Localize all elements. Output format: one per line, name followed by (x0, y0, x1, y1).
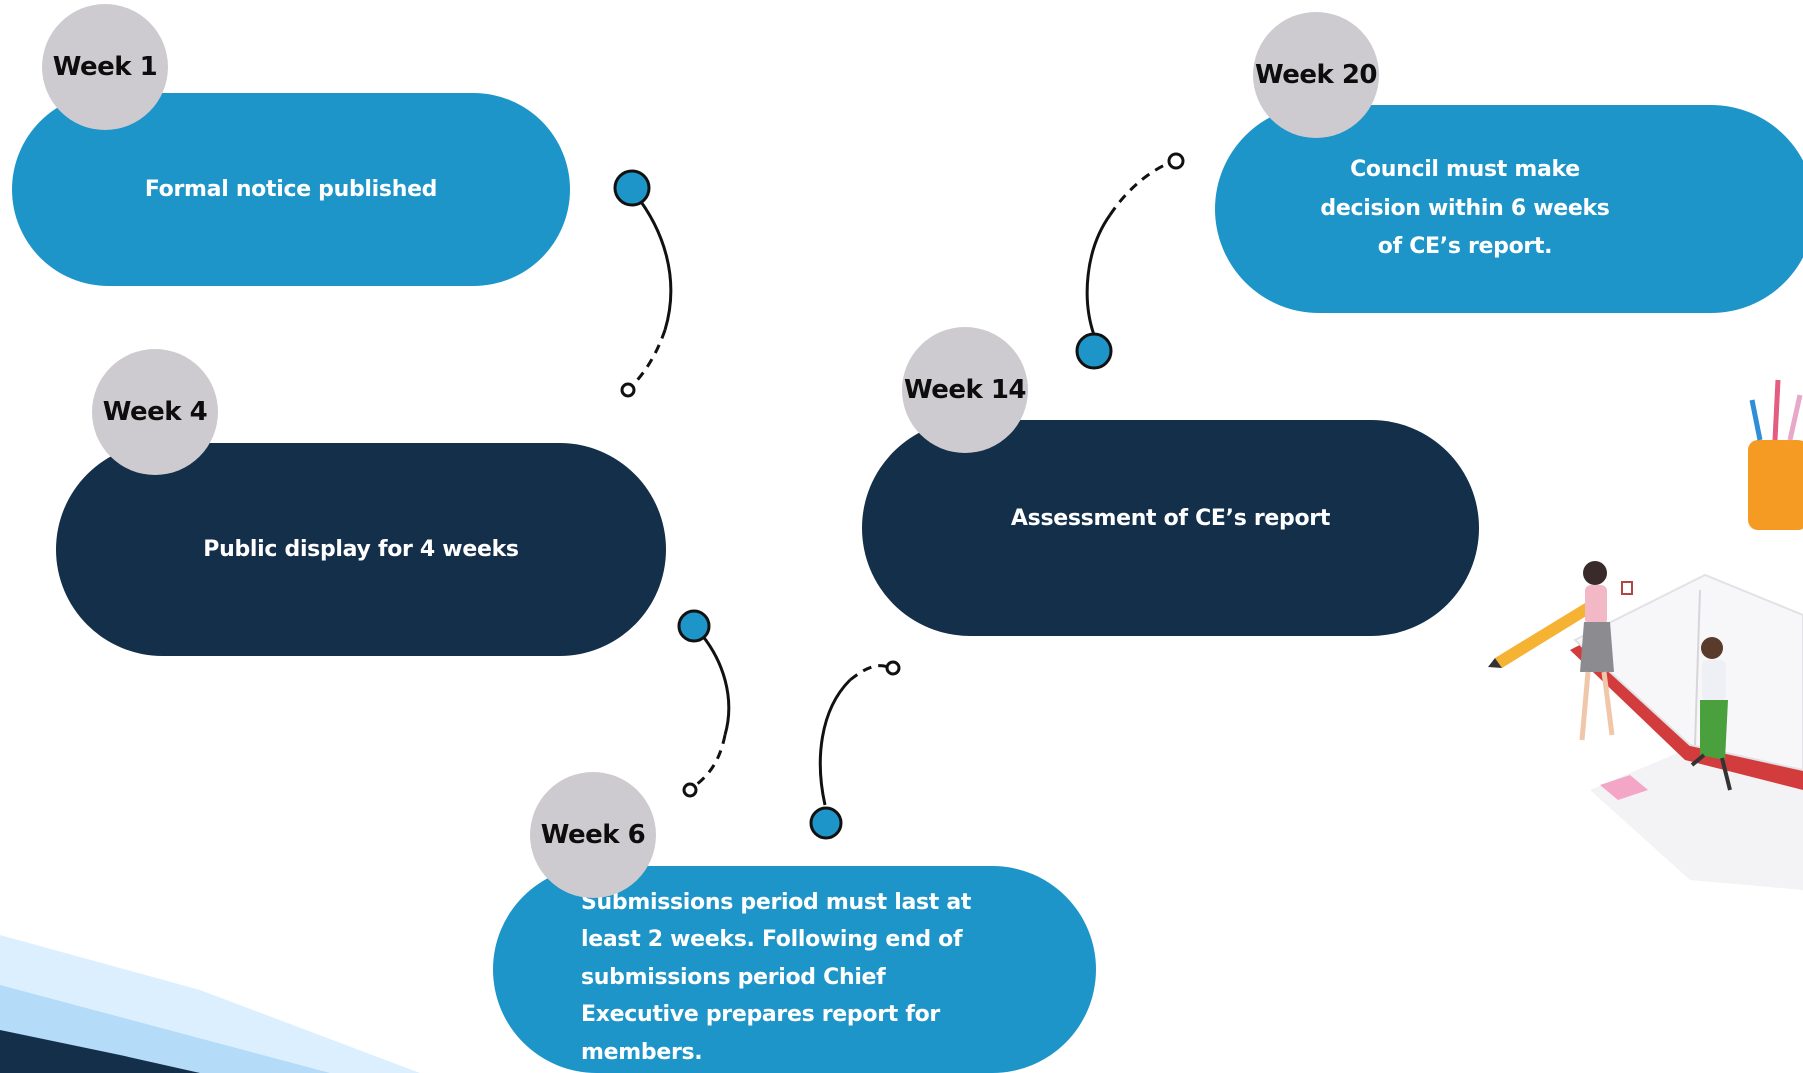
week-4-badge: Week 4 (92, 349, 218, 475)
connector-week6-week14 (809, 660, 901, 840)
background-stripe-dark (0, 1030, 200, 1073)
connector-end-dot (620, 382, 636, 398)
connector-week1-week4 (613, 169, 673, 398)
week-1-badge: Week 1 (42, 4, 168, 130)
connector-start-dot (1075, 332, 1113, 370)
connector-week4-week6 (677, 609, 731, 798)
step-week-4-text: Public display for 4 weeks (203, 537, 519, 562)
connector-start-dot (613, 169, 651, 207)
step-week-14-text: Assessment of CE’s report (1010, 506, 1331, 531)
step-week-6-pill: Submissions period must last at least 2 … (493, 866, 1096, 1073)
connector-end-dot (1167, 152, 1185, 170)
step-week-6-text: Submissions period must last at least 2 … (581, 890, 972, 1065)
step-week-20-pill: Council must make decision within 6 week… (1215, 105, 1803, 313)
connector-start-dot (677, 609, 711, 643)
connector-start-dot (809, 806, 843, 840)
connector-end-dot (682, 782, 698, 798)
week-20-badge: Week 20 (1253, 12, 1379, 138)
connector-week14-week20 (1075, 152, 1185, 370)
week-14-badge: Week 14 (902, 327, 1028, 453)
connector-end-dot (885, 660, 901, 676)
step-week-1-text: Formal notice published (144, 177, 438, 202)
step-week-14-pill: Assessment of CE’s report (862, 420, 1479, 636)
week-6-badge: Week 6 (530, 772, 656, 898)
step-week-20-text: Council must make decision within 6 week… (1320, 157, 1610, 260)
step-week-4-pill: Public display for 4 weeks (56, 443, 666, 656)
